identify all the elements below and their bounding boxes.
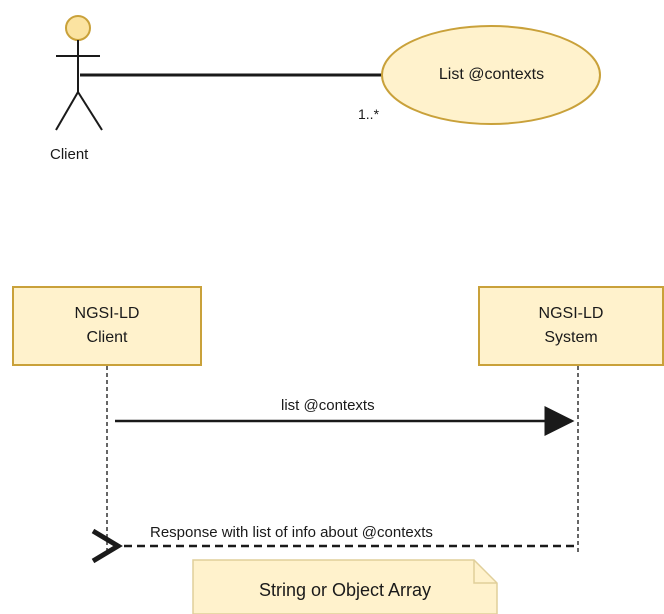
participant-client-line1: NGSI-LD [74,305,140,322]
actor-client [55,15,103,131]
actor-label: Client [50,146,89,163]
participant-system-line1: NGSI-LD [538,305,604,322]
note-label: String or Object Array [258,579,432,600]
multiplicity-label: 1..* [358,106,380,122]
actor-head [65,15,91,41]
note-shape [192,559,498,614]
participant-system: NGSI-LD System [478,286,664,366]
response-label: Response with list of info about @contex… [150,524,433,541]
actor-leg-left [55,91,79,131]
use-case-label: List @contexts [438,66,545,83]
participant-system-line2: System [544,329,598,346]
use-case-ellipse [381,25,601,125]
request-label: list @contexts [281,397,375,414]
actor-leg-right [77,91,103,131]
participant-client: NGSI-LD Client [12,286,202,366]
participant-client-line2: Client [86,329,128,346]
